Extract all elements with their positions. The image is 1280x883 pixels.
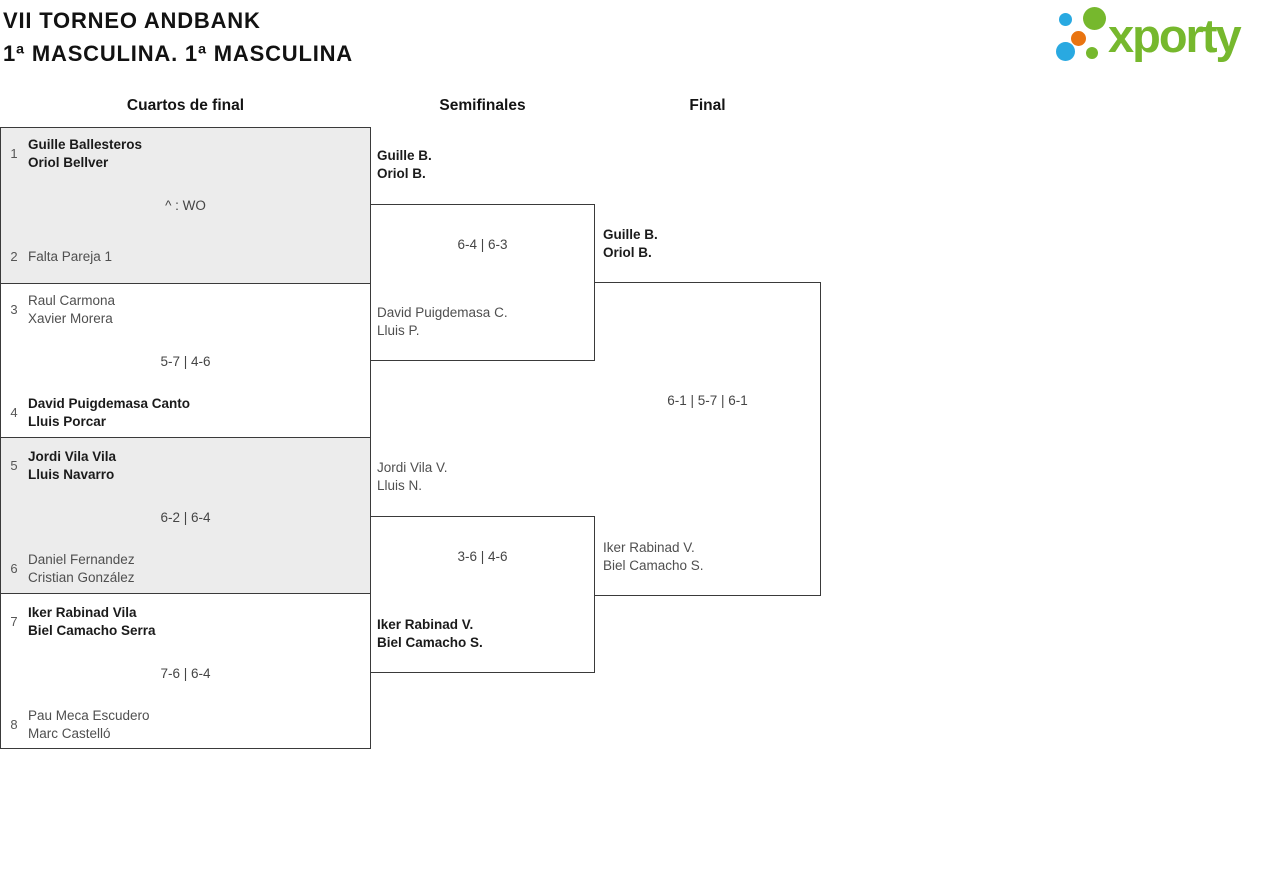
player-name: Pau Meca Escudero	[28, 708, 150, 723]
team-final-bottom: Iker Rabinad V. Biel Camacho S.	[603, 539, 704, 575]
score-qf4: 7-6 | 6-4	[160, 666, 211, 681]
team-sf2-bottom: Iker Rabinad V. Biel Camacho S.	[377, 616, 483, 652]
player-name: Guille Ballesteros	[28, 137, 143, 152]
team-qf3-top: Jordi Vila Vila Lluis Navarro	[28, 448, 116, 484]
seed-number-1: 1	[10, 146, 18, 161]
logo-orange-dot-icon	[1071, 31, 1086, 46]
player-name: Jordi Vila Vila	[28, 449, 117, 464]
match-box-quarterfinal-2[interactable]	[0, 283, 371, 438]
seed-number-4: 4	[10, 405, 18, 420]
player-name: Cristian González	[28, 570, 135, 585]
player-name: Biel Camacho Serra	[28, 623, 156, 638]
logo-blue-dot-small-icon	[1059, 13, 1072, 26]
player-name: Biel Camacho S.	[603, 558, 704, 573]
seed-number-5: 5	[10, 458, 18, 473]
seed-number-8: 8	[10, 717, 18, 732]
score-qf3: 6-2 | 6-4	[160, 510, 211, 525]
logo-blue-dot-large-icon	[1056, 42, 1075, 61]
player-name: Guille B.	[603, 227, 658, 242]
match-box-quarterfinal-1[interactable]	[0, 127, 371, 284]
player-name: Lluis Navarro	[28, 467, 115, 482]
seed-number-7: 7	[10, 614, 18, 629]
tournament-title-line1: VII TORNEO ANDBANK	[3, 8, 261, 33]
player-name: Lluis P.	[377, 323, 420, 338]
seed-number-3: 3	[10, 302, 18, 317]
team-qf4-top: Iker Rabinad Vila Biel Camacho Serra	[28, 604, 156, 640]
xporty-logo[interactable]: xporty	[1050, 0, 1276, 80]
player-name: Oriol B.	[377, 166, 426, 181]
score-qf2: 5-7 | 4-6	[160, 354, 211, 369]
team-sf1-bottom: David Puigdemasa C. Lluis P.	[377, 304, 508, 340]
team-qf1-bottom: Falta Pareja 1	[28, 248, 112, 266]
player-name: Lluis Porcar	[28, 414, 107, 429]
team-qf4-bottom: Pau Meca Escudero Marc Castelló	[28, 707, 150, 743]
match-box-final[interactable]	[594, 282, 821, 596]
team-final-top: Guille B. Oriol B.	[603, 226, 658, 262]
score-sf2: 3-6 | 4-6	[457, 549, 508, 564]
player-name: Oriol B.	[603, 245, 652, 260]
player-name: Lluis N.	[377, 478, 423, 493]
player-name: Iker Rabinad V.	[377, 617, 474, 632]
player-name: Xavier Morera	[28, 311, 113, 326]
seed-number-6: 6	[10, 561, 18, 576]
score-sf1: 6-4 | 6-3	[457, 237, 508, 252]
logo-green-dot-large-icon	[1083, 7, 1106, 30]
player-name: Falta Pareja 1	[28, 249, 113, 264]
player-name: Guille B.	[377, 148, 432, 163]
player-name: Daniel Fernandez	[28, 552, 135, 567]
score-final: 6-1 | 5-7 | 6-1	[667, 393, 748, 408]
team-qf1-top: Guille Ballesteros Oriol Bellver	[28, 136, 142, 172]
match-box-quarterfinal-4[interactable]	[0, 593, 371, 749]
round-header-semifinales: Semifinales	[439, 97, 526, 114]
player-name: Iker Rabinad V.	[603, 540, 695, 555]
match-box-semifinal-2[interactable]	[370, 516, 595, 673]
xporty-wordmark: xporty	[1108, 9, 1242, 62]
round-header-final: Final	[689, 97, 726, 114]
team-qf3-bottom: Daniel Fernandez Cristian González	[28, 551, 135, 587]
player-name: David Puigdemasa Canto	[28, 396, 191, 411]
player-name: Raul Carmona	[28, 293, 116, 308]
player-name: Iker Rabinad Vila	[28, 605, 137, 620]
team-sf2-top: Jordi Vila V. Lluis N.	[377, 459, 448, 495]
score-qf1: ^ : WO	[165, 198, 206, 213]
round-header-cuartos: Cuartos de final	[126, 97, 245, 114]
player-name: Biel Camacho S.	[377, 635, 483, 650]
tournament-category-line: 1ª MASCULINA. 1ª MASCULINA	[3, 41, 353, 66]
logo-green-dot-small-icon	[1086, 47, 1098, 59]
team-qf2-bottom: David Puigdemasa Canto Lluis Porcar	[28, 395, 190, 431]
player-name: Oriol Bellver	[28, 155, 109, 170]
team-qf2-top: Raul Carmona Xavier Morera	[28, 292, 115, 328]
player-name: David Puigdemasa C.	[377, 305, 508, 320]
player-name: Marc Castelló	[28, 726, 111, 741]
seed-number-2: 2	[10, 249, 18, 264]
player-name: Jordi Vila V.	[377, 460, 448, 475]
tournament-title: VII TORNEO ANDBANK 1ª MASCULINA. 1ª MASC…	[3, 4, 353, 70]
team-sf1-top: Guille B. Oriol B.	[377, 147, 432, 183]
